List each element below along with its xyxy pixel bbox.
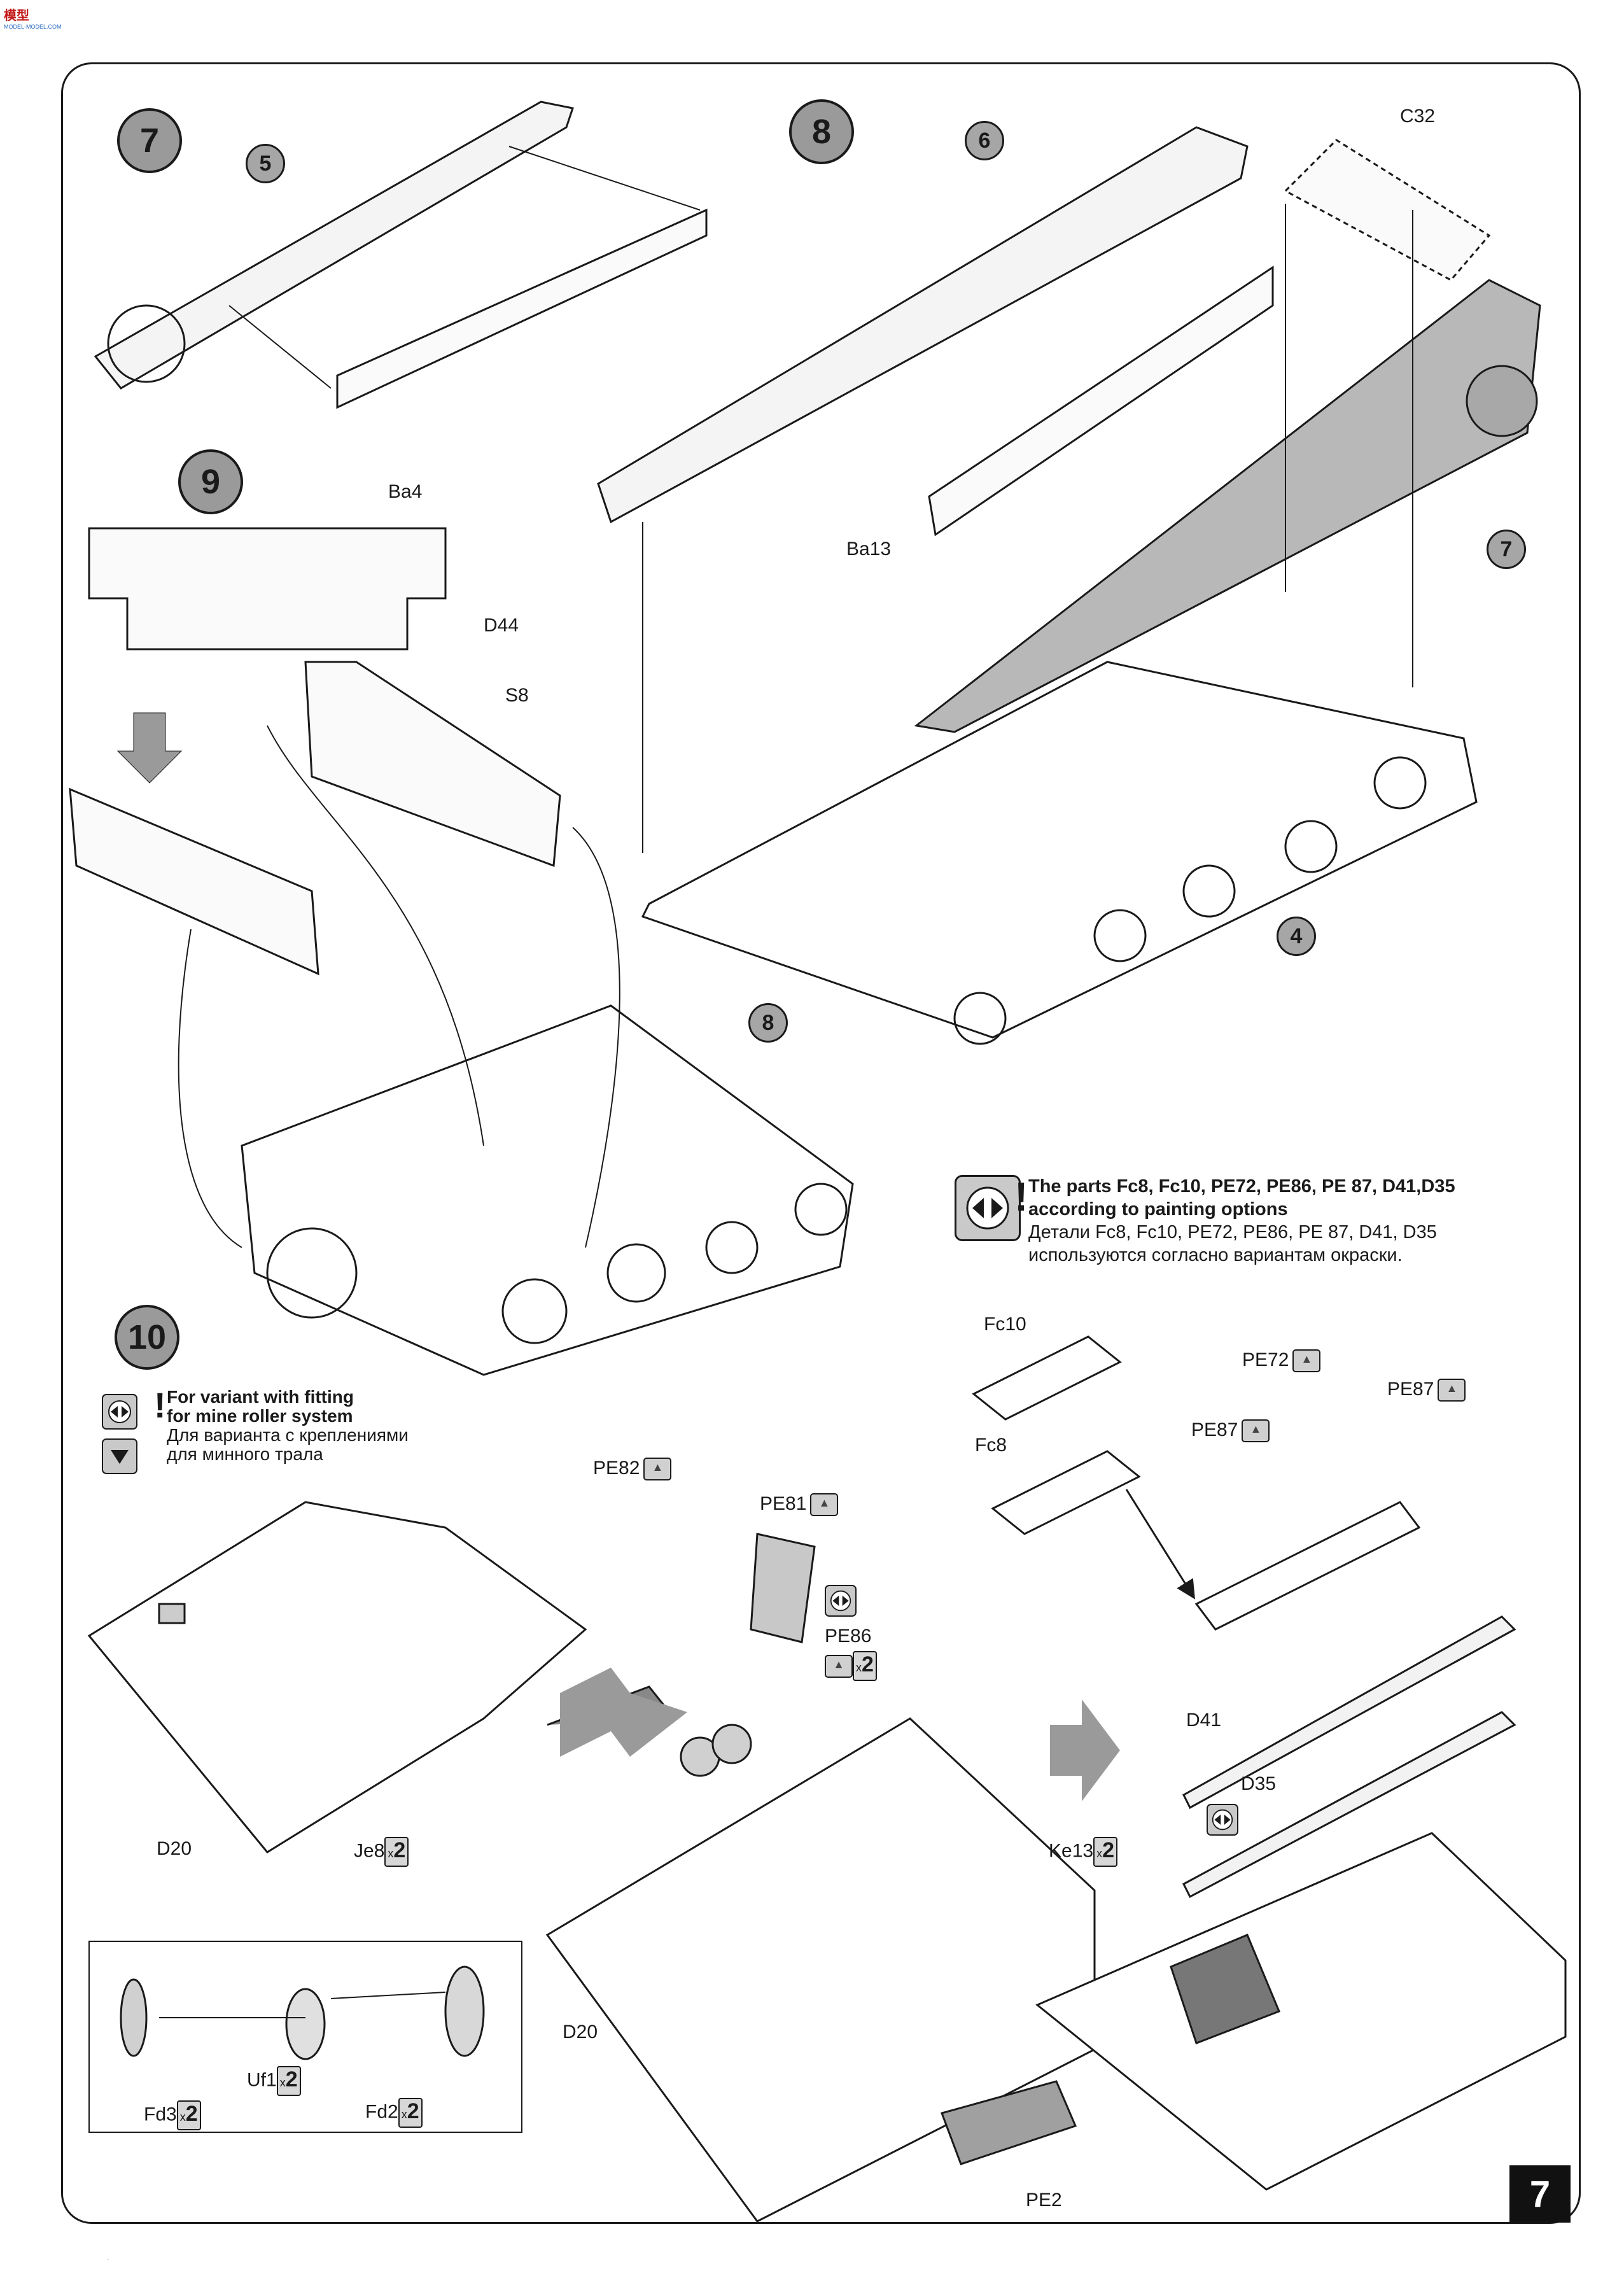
- callout-8: 8: [748, 1003, 788, 1043]
- scan-mark: ·: [107, 2256, 109, 2263]
- callout-6: 6: [965, 121, 1004, 160]
- step9-hull: [241, 1004, 854, 1376]
- photo-etch-icon: [1292, 1349, 1321, 1373]
- exclamation-icon-small: !: [154, 1385, 166, 1425]
- step-number-7: 7: [117, 108, 182, 173]
- painting-option-icon-small: [102, 1394, 137, 1430]
- exclamation-icon: !: [1014, 1174, 1028, 1220]
- photo-etch-icon: [1242, 1419, 1270, 1443]
- part-fc8: [991, 1450, 1141, 1535]
- photo-etch-icon: [1438, 1379, 1466, 1402]
- step8-panel-ba13: [928, 265, 1274, 537]
- label-d20-center: D20: [563, 2021, 598, 2042]
- step7-panel-ba4: [336, 208, 708, 409]
- step10-diag-arrow: [560, 1668, 687, 1757]
- painting-option-icon-d35: [1207, 1804, 1238, 1836]
- label-d41: D41: [1186, 1710, 1222, 1731]
- label-pe81: PE81: [760, 1493, 839, 1517]
- callout-5: 5: [246, 144, 285, 183]
- step10-inset-box: [88, 1941, 522, 2133]
- page-number: 7: [1509, 2165, 1571, 2223]
- step10-right-arrow: [1050, 1699, 1120, 1801]
- label-pe86-qty: x2: [825, 1651, 877, 1681]
- part-d35: [1182, 1711, 1516, 1899]
- fold-down-icon: [102, 1438, 137, 1474]
- brand-logo: 模型 MODEL-MODEL.COM: [4, 9, 62, 30]
- label-pe87-right: PE87: [1387, 1379, 1466, 1402]
- photo-etch-icon: [825, 1654, 853, 1678]
- step8-hull-floor: [641, 661, 1478, 1039]
- step9-part-s8: [304, 661, 561, 868]
- label-pe86: PE86: [825, 1626, 872, 1647]
- label-d44: D44: [484, 615, 519, 636]
- label-d35: D35: [1241, 1773, 1277, 1794]
- painting-options-note: ! The parts Fc8, Fc10, PE72, PE86, PE 87…: [1014, 1174, 1455, 1265]
- callout-4: 4: [1277, 917, 1316, 956]
- step10-floor-d20: [87, 1501, 587, 1853]
- step9-part-left: [69, 787, 319, 976]
- label-c32: C32: [1400, 106, 1436, 127]
- label-fc8: Fc8: [975, 1435, 1007, 1456]
- step8-rail: [597, 126, 1249, 524]
- step-number-8: 8: [789, 99, 854, 164]
- label-pe87-left: PE87: [1191, 1419, 1270, 1443]
- step10-floor-right: [1035, 1832, 1567, 2191]
- label-pe72: PE72: [1242, 1349, 1321, 1373]
- painting-option-icon-pe86: [825, 1585, 857, 1617]
- photo-etch-icon: [810, 1493, 839, 1517]
- part-d41: [1182, 1615, 1516, 1810]
- step-number-10: 10: [115, 1305, 179, 1370]
- step7-rail: [94, 101, 574, 390]
- step9-part-d44: [88, 527, 447, 650]
- label-pe2: PE2: [1026, 2190, 1062, 2211]
- frame-assembly: [1194, 1501, 1421, 1631]
- label-ba13: Ba13: [846, 538, 892, 559]
- label-s8: S8: [505, 685, 529, 706]
- step7-rail-wheel: [107, 304, 186, 383]
- painting-option-icon: [955, 1175, 1021, 1241]
- mine-roller-note: ! For variant with fitting for mine roll…: [154, 1385, 409, 1464]
- label-fc10: Fc10: [984, 1314, 1026, 1335]
- label-pe82: PE82: [593, 1458, 672, 1481]
- step10-floor-center: [545, 1717, 1096, 2223]
- step9-down-arrow: [116, 712, 183, 784]
- photo-etch-icon: [643, 1458, 672, 1481]
- step8-part-c32: [1284, 139, 1491, 281]
- step8-side-gray: [914, 279, 1541, 733]
- step-number-9: 9: [178, 449, 243, 514]
- page-frame: [61, 62, 1581, 2224]
- callout-7: 7: [1487, 530, 1526, 569]
- label-d20-left: D20: [157, 1838, 192, 1859]
- part-fc10: [972, 1335, 1122, 1421]
- label-ba4: Ba4: [388, 481, 423, 502]
